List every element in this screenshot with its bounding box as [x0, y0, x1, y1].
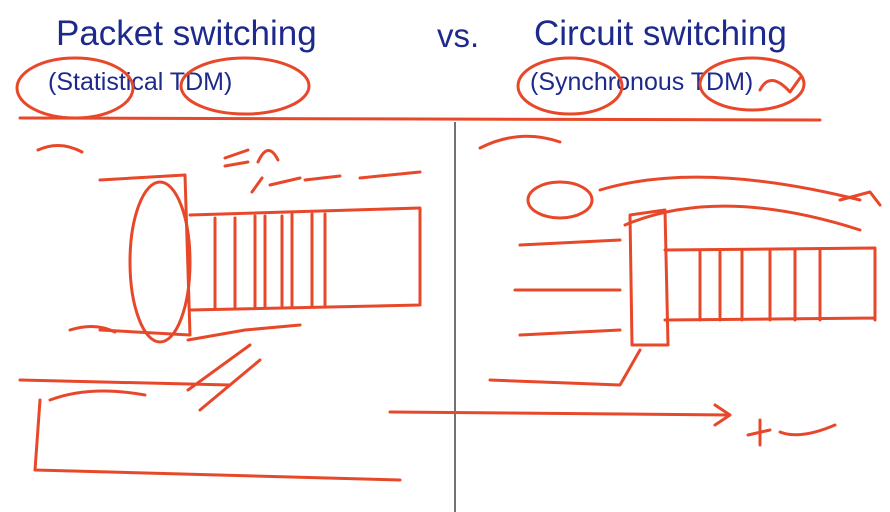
stroke-exam	[478, 134, 562, 150]
circle-synchronous	[516, 56, 624, 116]
stroke-queue	[188, 206, 422, 312]
stroke-m-time-slots	[250, 170, 422, 194]
stroke-mux-right	[628, 208, 670, 347]
stroke-n-ge-m	[223, 148, 280, 168]
circle-statistical	[15, 56, 135, 120]
stroke-output-lines	[186, 323, 302, 412]
stroke-four	[758, 76, 802, 94]
circle-tdm-right	[698, 56, 806, 112]
statistical-tdm-subtitle: (Statistical TDM)	[48, 68, 233, 96]
stroke-mux-oval	[128, 180, 192, 344]
stroke-right-bracket	[488, 348, 642, 387]
circuit-switching-title: Circuit switching	[534, 14, 787, 53]
synchronous-tdm-subtitle: (Synchronous TDM)	[530, 68, 754, 96]
packet-switching-title: Packet switching	[56, 14, 317, 53]
stroke-mux-box	[98, 173, 192, 337]
stroke-bw	[838, 190, 882, 207]
stroke-bottom-bracket	[33, 398, 402, 482]
stroke-n-bottom	[68, 325, 117, 334]
stroke-slots	[213, 212, 327, 310]
stroke-time-arrow	[388, 403, 732, 427]
stroke-u1-circle	[526, 180, 594, 220]
circle-tdm-left	[179, 56, 311, 116]
vs-label: vs.	[437, 17, 480, 54]
stroke-input-lines	[513, 238, 622, 337]
stroke-sync-slots	[698, 248, 822, 322]
underline-stroke	[18, 116, 822, 122]
stroke-arcs	[598, 175, 862, 232]
stroke-time-label	[746, 418, 837, 447]
stroke-n-top	[36, 144, 84, 154]
